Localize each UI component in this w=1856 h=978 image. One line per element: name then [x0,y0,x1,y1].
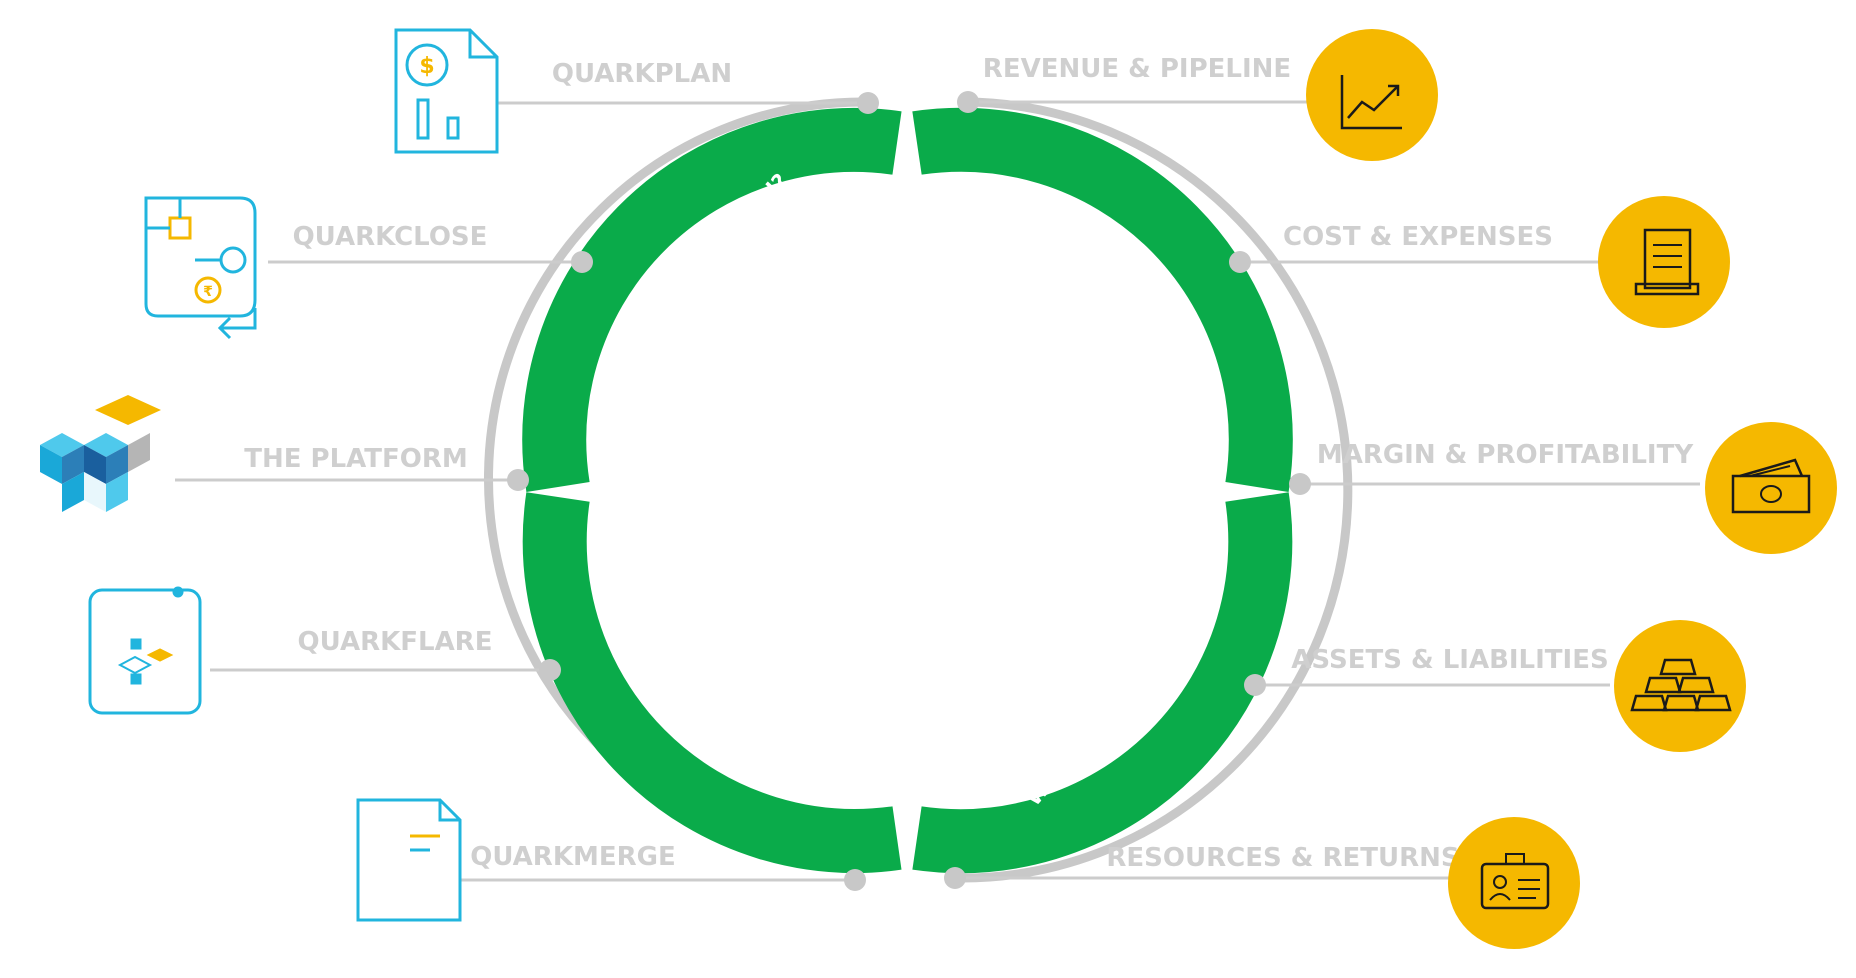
id-card-icon [1448,817,1580,949]
left-nodes [507,92,879,891]
isometric-blocks-icon [88,586,202,715]
circuit-rupee-icon: ₹ [144,196,257,340]
quadrant-bottom-right [912,492,1293,874]
gold-bars-icon [1614,620,1746,752]
quadrant-bottom-left [522,492,902,873]
banknotes-icon [1705,422,1837,554]
quadrant-top-left [522,107,902,492]
right-item-label-0: REVENUE & PIPELINE [983,54,1291,84]
quadrant-top-right [912,107,1293,493]
outer-arc-right [955,97,1353,883]
right-connectors [955,100,1700,880]
svg-text:₹: ₹ [203,284,213,300]
svg-text:$: $ [419,54,434,79]
left-item-label-3: QUARKFLARE [298,627,493,657]
merge-documents-icon [356,798,462,922]
center-label: QUARKPULSE [807,479,1053,514]
right-item-label-2: MARGIN & PROFITABILITY [1317,440,1694,470]
right-item-label-4: RESOURCES & RETURNS [1106,843,1459,873]
left-item-label-4: QUARKMERGE [470,842,675,872]
left-item-label-1: QUARKCLOSE [293,222,488,252]
right-item-label-3: ASSETS & LIABILITIES [1291,645,1608,675]
right-item-label-1: COST & EXPENSES [1283,222,1553,252]
left-item-label-2: THE PLATFORM [244,444,468,474]
right-nodes [944,91,1311,889]
left-connectors [175,101,868,882]
receipt-icon [1598,196,1730,328]
cube-blocks-icon [40,395,161,512]
left-item-label-0: QUARKPLAN [552,59,732,89]
trend-chart-icon [1306,29,1438,161]
dollar-document-icon: $ [394,28,499,154]
